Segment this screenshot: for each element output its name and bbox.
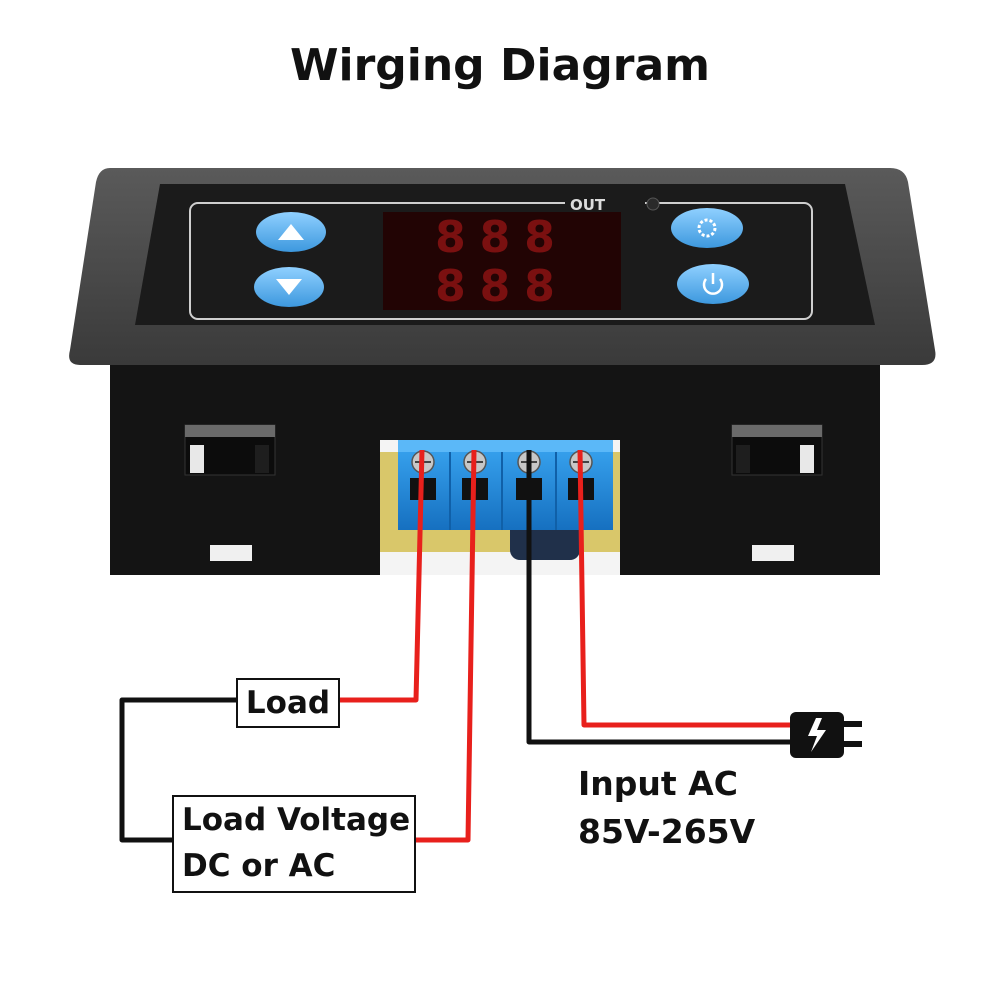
display-bottom [383,262,621,310]
wire-input-black [526,450,796,745]
gear-icon [697,218,717,238]
set-button[interactable] [671,208,743,248]
display-top [383,212,621,262]
diagram-title: Wirging Diagram [289,40,711,91]
load-voltage-label-box: Load Voltage DC or AC [172,795,416,893]
power-button[interactable] [677,264,749,304]
face-border [189,202,813,320]
triangle-down-icon [276,279,302,295]
load-voltage-label-line1: Load Voltage [182,802,411,838]
load-label-box: Load [236,678,340,728]
wire-input-red [577,449,796,728]
terminal-block [398,440,613,530]
out-indicator-led [646,197,660,211]
input-ac-label: Input AC 85V-265V [578,760,755,856]
load-voltage-label-line2: DC or AC [182,848,336,884]
display-top-digits: 888 [435,212,569,263]
lightning-icon [808,718,826,752]
down-button[interactable] [254,267,324,307]
out-label: OUT [570,196,606,214]
triangle-up-icon [278,224,304,240]
wire-load-red [340,449,425,703]
right-clip [731,424,823,561]
power-icon [702,273,724,295]
input-ac-label-line1: Input AC [578,764,738,803]
left-clip [184,424,276,561]
wire-load-voltage-red [414,449,477,843]
up-button[interactable] [256,212,326,252]
display-bottom-digits: 888 [435,261,569,312]
input-ac-label-line2: 85V-265V [578,812,756,851]
power-plug [790,712,862,758]
load-label: Load [245,685,331,721]
wire-load-loop-black [119,697,236,843]
